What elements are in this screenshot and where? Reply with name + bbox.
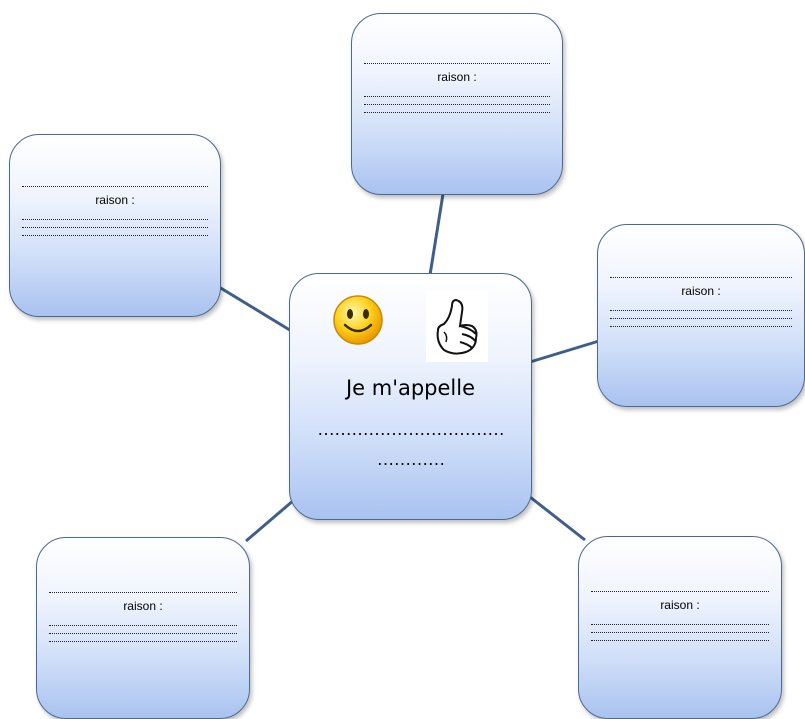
smiley-icon (333, 295, 383, 345)
answer-line (49, 631, 237, 634)
answer-line (591, 589, 769, 592)
name-answer-line-1: …………………………… (317, 419, 505, 439)
answer-line (610, 275, 792, 278)
name-prompt: Je m'appelle (345, 376, 476, 400)
thumbs-up-icon (426, 290, 488, 362)
answer-line (22, 184, 208, 187)
name-answer-line-2: ………… (376, 449, 446, 469)
connector-top (428, 193, 445, 276)
connector-bottom-left (245, 498, 295, 543)
answer-line (22, 217, 208, 220)
connector-right (529, 339, 600, 364)
reason-label: raison : (681, 284, 721, 298)
answer-line (22, 225, 208, 228)
connector-left (218, 285, 294, 334)
answer-line (364, 61, 550, 64)
center-name-box: Je m'appelle …………………………… ………… (289, 273, 532, 520)
reason-label: raison : (95, 193, 135, 207)
answer-line (364, 94, 550, 97)
answer-line (591, 638, 769, 641)
reason-box-left: raison : (9, 134, 221, 317)
answer-line (610, 324, 792, 327)
reason-box-right: raison : (597, 224, 805, 407)
reason-box-top: raison : (351, 13, 563, 195)
reason-label: raison : (437, 70, 477, 84)
reason-label: raison : (660, 598, 700, 612)
reason-box-bottom-right: raison : (578, 536, 782, 719)
reason-label: raison : (123, 599, 163, 613)
connector-bottom-right (529, 495, 586, 542)
answer-line (610, 308, 792, 311)
answer-line (364, 110, 550, 113)
answer-line (49, 590, 237, 593)
reason-box-bottom-left: raison : (36, 537, 250, 719)
answer-line (49, 623, 237, 626)
answer-line (364, 102, 550, 105)
answer-line (591, 630, 769, 633)
answer-line (22, 233, 208, 236)
answer-line (49, 639, 237, 642)
answer-line (591, 622, 769, 625)
answer-line (610, 316, 792, 319)
